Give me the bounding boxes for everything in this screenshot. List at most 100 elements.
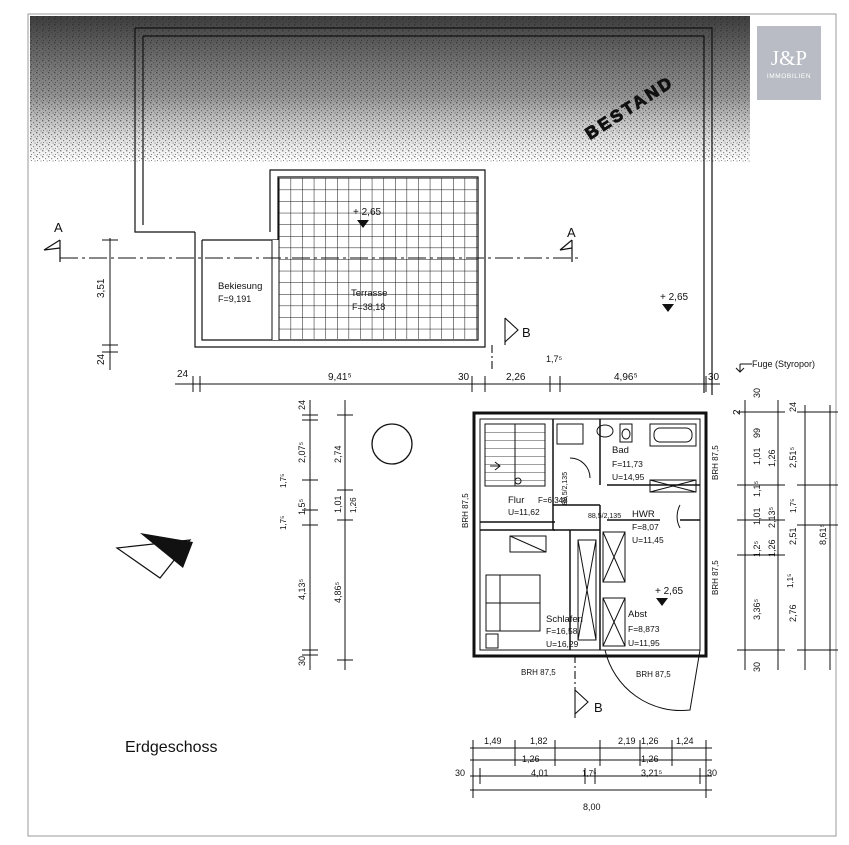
brh-bottom-2: BRH 87,5 <box>636 670 671 679</box>
dimension-label: 2,51 <box>788 527 798 545</box>
room-schlafen-area: F=16,58 <box>546 626 578 636</box>
room-abst-area: F=8,873 <box>628 624 660 634</box>
staircase <box>484 423 546 487</box>
dimension-label: 30 <box>455 768 465 778</box>
dimension-label: 8,00 <box>583 802 601 812</box>
dimension-label: 1,26 <box>767 539 777 557</box>
dim-left-upper <box>102 238 118 370</box>
dimension-label: 24 <box>96 353 107 365</box>
page-border <box>27 13 837 837</box>
dimension-label: 1,24 <box>676 736 694 746</box>
dimension-label: 3,51 <box>96 278 107 298</box>
dimension-label: 24 <box>788 402 798 412</box>
bed <box>485 535 547 649</box>
room-hwr-area: F=8,07 <box>632 522 659 532</box>
dimension-label: 2,76 <box>788 604 798 622</box>
brh-right-1: BRH 87,5 <box>711 445 720 480</box>
room-schlafen-name: Schlafen <box>546 614 583 625</box>
dim-right-house <box>737 400 838 670</box>
dimension-label: 2,74 <box>333 445 343 463</box>
room-bekiesung-name: Bekiesung <box>218 281 262 292</box>
floor-title: Erdgeschoss <box>125 739 218 756</box>
fuge-label: Fuge (Styropor) <box>752 359 815 369</box>
existing-building <box>134 27 713 395</box>
level-marker-terrace: + 2,65 <box>353 207 382 228</box>
dimension-label: + 2,65 <box>655 586 684 597</box>
dimension-label: 30 <box>752 662 762 672</box>
dimension-label: 2,51⁵ <box>788 446 798 468</box>
room-schlafen-perimeter: U=16,29 <box>546 639 579 649</box>
section-a-right: A <box>567 225 576 240</box>
dimension-label: 2,26 <box>506 372 526 383</box>
dimension-label: + 2,65 <box>353 207 382 218</box>
dimension-label: 1,5⁵ <box>297 498 307 515</box>
dimension-label: 8,61⁵ <box>818 523 828 545</box>
storage-cabinets <box>577 531 626 647</box>
section-line-b <box>491 317 589 718</box>
section-a-left: A <box>54 220 63 235</box>
room-flur-name: Flur <box>508 495 524 506</box>
scan-noise <box>30 16 750 162</box>
dimension-label: 1,01 <box>752 447 762 465</box>
room-hwr-name: HWR <box>632 509 655 520</box>
dimension-label: 1,7⁵ <box>789 499 798 513</box>
dimension-label: 1,26 <box>349 497 358 513</box>
room-abst-name: Abst <box>628 609 647 620</box>
dimension-label: 4,96⁵ <box>614 372 638 383</box>
level-marker-house: + 2,65 <box>655 586 684 606</box>
dimension-label: 1,82 <box>530 736 548 746</box>
fuge-note <box>735 363 752 373</box>
dimension-label: 3,36⁵ <box>752 598 762 620</box>
door-dim-2: 88,5/2,135 <box>588 513 621 520</box>
dim-left-house <box>302 400 353 670</box>
dimension-label: 1,7⁵ <box>279 516 288 530</box>
room-hwr-perimeter: U=11,45 <box>632 535 664 545</box>
door-swings <box>569 457 701 711</box>
room-bad-perimeter: U=14,95 <box>612 472 645 482</box>
dimension-label: 1,01 <box>333 495 343 513</box>
dimension-label: 1,7⁵ <box>279 474 288 488</box>
door-dim-1: 88,5/2,135 <box>562 472 569 505</box>
dimension-label: 3,21⁵ <box>641 768 663 778</box>
dimension-label: 2 <box>732 409 743 415</box>
dimension-label: 30 <box>752 388 762 398</box>
room-bekiesung-area: F=9,191 <box>218 294 251 304</box>
dimension-label: 2,07⁵ <box>297 441 307 463</box>
brh-bottom-1: BRH 87,5 <box>521 668 556 677</box>
room-terrasse-area: F=38,18 <box>352 302 385 312</box>
north-arrow <box>115 533 193 579</box>
dimension-label: 30 <box>708 372 720 383</box>
logo-subtitle: IMMOBILIEN <box>766 72 812 80</box>
dimension-label: + 2,65 <box>660 292 689 303</box>
brand-logo: J&P IMMOBILIEN <box>757 26 821 100</box>
room-bad-name: Bad <box>612 445 629 456</box>
dimension-label: 2,19 <box>618 736 636 746</box>
dimension-label: 30 <box>297 656 307 666</box>
dimension-label: 1,26 <box>522 754 540 764</box>
dimension-label: 1,1⁵ <box>786 574 795 588</box>
level-marker-bestand: + 2,65 <box>660 292 689 312</box>
dimension-label: 1,49 <box>484 736 502 746</box>
dimension-label: 24 <box>177 369 189 380</box>
dimension-label: 1,7⁵ <box>546 354 563 364</box>
dimension-label: 4,01 <box>531 768 549 778</box>
bekiesung-divider <box>272 240 279 340</box>
room-bad-area: F=11,73 <box>612 459 643 469</box>
section-b-bottom: B <box>594 700 603 715</box>
dimension-label: 30 <box>458 372 470 383</box>
dimension-label: 2,13⁵ <box>767 506 777 528</box>
dimension-label: 9,41⁵ <box>328 372 352 383</box>
tree-symbol <box>371 423 413 465</box>
bathroom-fixtures <box>556 423 697 493</box>
dim-bottom <box>470 740 712 798</box>
dimension-label: 1,26 <box>641 736 659 746</box>
dimension-label: 4,86⁵ <box>333 581 343 603</box>
room-flur-perimeter: U=11,62 <box>508 507 540 517</box>
brh-right-2: BRH 87,5 <box>711 560 720 595</box>
room-terrasse-name: Terrasse <box>351 288 387 299</box>
dimension-label: 1,26 <box>767 449 777 467</box>
dimension-label: 99 <box>752 428 762 438</box>
room-flur-area: F=6,348 <box>538 496 568 505</box>
house-walls <box>472 411 708 658</box>
